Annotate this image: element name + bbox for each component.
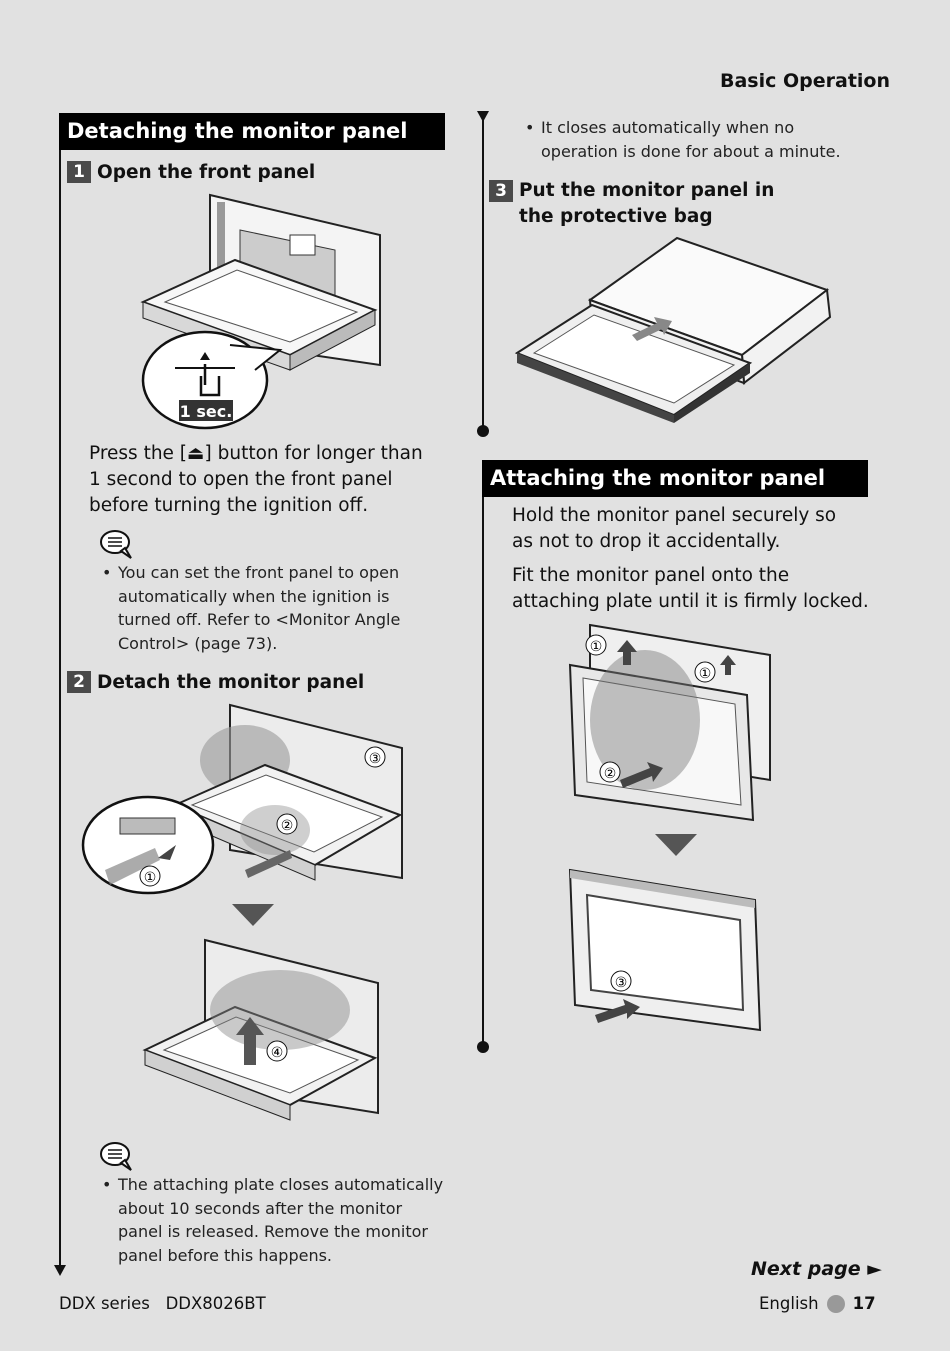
page-section-header: Basic Operation bbox=[720, 70, 891, 92]
press-instruction-end: ] button for longer than 1 second to ope… bbox=[89, 443, 423, 516]
attach-marker-1a: ① bbox=[590, 639, 603, 655]
attaching-paragraph-2: Fit the monitor panel onto the attaching… bbox=[512, 565, 869, 612]
bullet-icon: • bbox=[102, 563, 112, 582]
note-plate-closes: • The attaching plate closes automatical… bbox=[102, 1173, 448, 1267]
press-instruction-start: Press the [ bbox=[89, 443, 188, 464]
locked-panel-illustration: ③ bbox=[568, 868, 762, 1032]
next-page-link[interactable]: Next page ► bbox=[751, 1258, 882, 1280]
step-1-heading: 1 Open the front panel bbox=[67, 160, 315, 186]
note-closes-automatically: • It closes automatically when no operat… bbox=[525, 116, 871, 163]
page-number: 17 bbox=[852, 1294, 876, 1313]
right-column-rule-top bbox=[482, 120, 484, 430]
language-label: English bbox=[759, 1294, 819, 1313]
step-2-number: 2 bbox=[67, 671, 91, 693]
detach-panel-illustration: ③ ② ① bbox=[81, 703, 403, 895]
attaching-section-title: Attaching the monitor panel bbox=[482, 460, 868, 497]
right-rule-arrow-top bbox=[477, 111, 489, 122]
right-rule-dot-top bbox=[477, 425, 489, 437]
step-3-heading: 3 Put the monitor panel in the protectiv… bbox=[489, 178, 809, 230]
detaching-section-title: Detaching the monitor panel bbox=[59, 113, 445, 150]
step-3-label: Put the monitor panel in the protective … bbox=[519, 180, 775, 227]
sequence-arrow-icon bbox=[232, 904, 274, 926]
model-info: DDX series DDX8026BT bbox=[59, 1294, 266, 1313]
hold-duration-label: 1 sec. bbox=[180, 402, 233, 421]
note-auto-open-text: You can set the front panel to open auto… bbox=[118, 563, 401, 653]
bullet-icon: • bbox=[525, 118, 535, 137]
attach-marker-3: ③ bbox=[615, 975, 628, 991]
step-1-number: 1 bbox=[67, 161, 91, 183]
note-auto-open: • You can set the front panel to open au… bbox=[102, 561, 433, 655]
bullet-icon: • bbox=[102, 1175, 112, 1194]
note-plate-closes-text: The attaching plate closes automatically… bbox=[118, 1175, 444, 1265]
step-2-heading: 2 Detach the monitor panel bbox=[67, 670, 364, 696]
protective-bag-illustration bbox=[514, 236, 832, 423]
step-1-label: Open the front panel bbox=[97, 162, 316, 183]
attach-marker-1b: ① bbox=[699, 666, 712, 682]
page-dot-icon bbox=[826, 1294, 845, 1313]
step-marker-1: ① bbox=[144, 870, 157, 886]
attaching-paragraph-1: Hold the monitor panel securely so as no… bbox=[512, 505, 837, 552]
page-footer-right: English 17 bbox=[759, 1294, 876, 1313]
lift-panel-illustration: ④ bbox=[142, 938, 379, 1121]
right-rule-dot-bottom bbox=[477, 1041, 489, 1053]
note-icon bbox=[100, 530, 132, 559]
open-front-panel-illustration: 1 sec. bbox=[140, 193, 381, 430]
model-number: DDX8026BT bbox=[165, 1294, 266, 1313]
note-icon bbox=[100, 1142, 132, 1171]
step-3-number: 3 bbox=[489, 180, 513, 202]
sequence-arrow-icon bbox=[655, 834, 697, 856]
left-column-rule bbox=[59, 113, 61, 1266]
attach-panel-illustration: ① ① ② bbox=[568, 623, 771, 822]
right-column-rule-bottom bbox=[482, 497, 484, 1045]
step-marker-3: ③ bbox=[369, 751, 382, 767]
attach-marker-2: ② bbox=[604, 766, 617, 782]
left-rule-arrow-down bbox=[54, 1265, 66, 1276]
note-closes-automatically-text: It closes automatically when no operatio… bbox=[541, 118, 841, 161]
step-marker-4: ④ bbox=[271, 1045, 284, 1061]
step-marker-2: ② bbox=[281, 818, 294, 834]
step-2-label: Detach the monitor panel bbox=[97, 672, 365, 693]
eject-button-icon: ⏏ bbox=[187, 443, 205, 464]
press-instruction: Press the [⏏] button for longer than 1 s… bbox=[89, 441, 439, 519]
model-series: DDX series bbox=[59, 1294, 150, 1313]
